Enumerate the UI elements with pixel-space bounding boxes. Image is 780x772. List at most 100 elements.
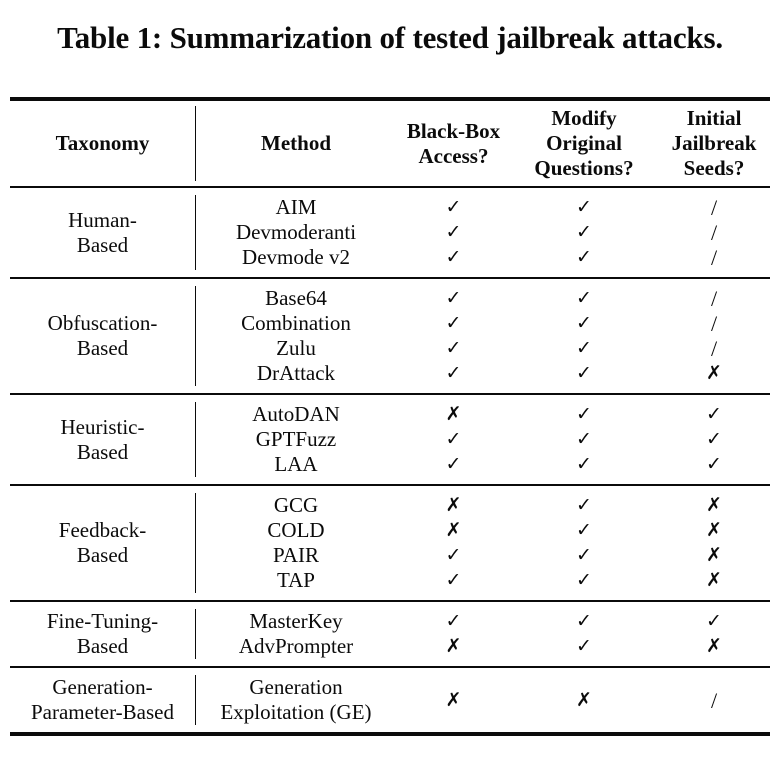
group-human-based: Human- Based AIM ✓ ✓ / Devmoderanti ✓ ✓ …	[10, 188, 770, 277]
mark-modify-questions: ✓	[576, 312, 592, 334]
taxonomy-cell: Feedback- Based	[10, 493, 196, 593]
mark-modify-questions: ✓	[576, 569, 592, 591]
method-cell: Devmoderanti	[235, 220, 357, 244]
mark-jailbreak-seeds: ✗	[706, 544, 722, 566]
method-cell: AIM	[275, 195, 317, 219]
group-fine-tuning-based: Fine-Tuning- Based MasterKey ✓ ✓ ✓ AdvPr…	[10, 602, 770, 666]
table-row: TAP ✓ ✓ ✗	[196, 568, 771, 593]
table-bottom-rule	[10, 732, 770, 736]
mark-black-box: ✓	[445, 610, 462, 632]
mark-black-box: ✓	[445, 453, 462, 475]
table-row: LAA ✓ ✓ ✓	[196, 452, 771, 477]
method-cell: Generation Exploitation (GE)	[220, 675, 372, 724]
mark-modify-questions: ✓	[576, 362, 592, 384]
mark-jailbreak-seeds: /	[710, 245, 718, 270]
header-taxonomy: Taxonomy	[10, 106, 196, 181]
mark-modify-questions: ✓	[576, 221, 592, 243]
taxonomy-cell: Generation- Parameter-Based	[10, 675, 196, 725]
method-cell: DrAttack	[256, 361, 336, 385]
table-row: DrAttack ✓ ✓ ✗	[196, 361, 771, 386]
mark-modify-questions: ✓	[576, 403, 592, 425]
method-cell: TAP	[277, 568, 315, 592]
mark-black-box: ✓	[445, 544, 462, 566]
mark-black-box: ✗	[445, 494, 462, 516]
mark-black-box: ✓	[445, 362, 462, 384]
table-row: Zulu ✓ ✓ /	[196, 336, 771, 361]
mark-black-box: ✓	[445, 196, 462, 218]
table-row: AdvPrompter ✗ ✓ ✗	[196, 634, 771, 659]
header-modify-original-questions: Modify Original Questions?	[534, 106, 634, 180]
mark-modify-questions: ✓	[576, 428, 592, 450]
mark-modify-questions: ✓	[576, 635, 592, 657]
mark-jailbreak-seeds: /	[710, 286, 718, 311]
jailbreak-summary-table: Taxonomy Method Black-Box Access? Modify…	[10, 97, 770, 736]
mark-modify-questions: ✓	[576, 337, 592, 359]
header-black-box-access: Black-Box Access?	[406, 118, 501, 168]
mark-black-box: ✓	[445, 569, 462, 591]
taxonomy-cell: Fine-Tuning- Based	[10, 609, 196, 659]
mark-black-box: ✓	[445, 312, 462, 334]
table-row: Devmoderanti ✓ ✓ /	[196, 220, 771, 245]
mark-black-box: ✗	[445, 688, 462, 711]
table-row: COLD ✗ ✓ ✗	[196, 518, 771, 543]
taxonomy-cell: Obfuscation- Based	[10, 286, 196, 386]
table-row: GCG ✗ ✓ ✗	[196, 493, 771, 518]
table-row: MasterKey ✓ ✓ ✓	[196, 609, 771, 634]
method-cell: Devmode v2	[242, 245, 350, 269]
group-generation-parameter-based: Generation- Parameter-Based Generation E…	[10, 668, 770, 732]
table-row: GPTFuzz ✓ ✓ ✓	[196, 427, 771, 452]
mark-modify-questions: ✓	[576, 196, 592, 218]
mark-jailbreak-seeds: /	[710, 220, 718, 245]
table-row: Devmode v2 ✓ ✓ /	[196, 245, 771, 270]
mark-modify-questions: ✗	[576, 688, 592, 711]
header-initial-jailbreak-seeds: Initial Jailbreak Seeds?	[671, 106, 757, 180]
mark-jailbreak-seeds: /	[710, 311, 718, 336]
header-taxonomy-label: Taxonomy	[55, 131, 150, 155]
table-caption: Table 1: Summarization of tested jailbre…	[57, 20, 723, 55]
table-header-row: Taxonomy Method Black-Box Access? Modify…	[10, 101, 770, 186]
mark-black-box: ✓	[445, 337, 462, 359]
mark-black-box: ✗	[445, 519, 462, 541]
mark-jailbreak-seeds: ✓	[706, 403, 722, 425]
mark-jailbreak-seeds: ✗	[706, 635, 722, 657]
mark-jailbreak-seeds: /	[710, 687, 718, 713]
mark-jailbreak-seeds: ✗	[706, 494, 722, 516]
mark-jailbreak-seeds: ✓	[706, 453, 722, 475]
group-separator-rule	[10, 600, 770, 602]
mark-modify-questions: ✓	[576, 453, 592, 475]
group-separator-rule	[10, 484, 770, 486]
header-separator-rule	[10, 186, 770, 188]
table-row: Base64 ✓ ✓ /	[196, 286, 771, 311]
mark-jailbreak-seeds: ✓	[706, 428, 722, 450]
mark-jailbreak-seeds: ✗	[706, 569, 722, 591]
header-method: Method	[261, 131, 331, 155]
mark-black-box: ✓	[445, 428, 462, 450]
mark-black-box: ✗	[445, 403, 462, 425]
mark-black-box: ✓	[445, 221, 462, 243]
method-cell: PAIR	[273, 543, 319, 567]
group-separator-rule	[10, 393, 770, 395]
method-cell: GPTFuzz	[255, 427, 337, 451]
group-heuristic-based: Heuristic- Based AutoDAN ✗ ✓ ✓ GPTFuzz ✓…	[10, 395, 770, 484]
mark-jailbreak-seeds: ✗	[706, 362, 722, 384]
method-cell: Zulu	[276, 336, 316, 360]
mark-modify-questions: ✓	[576, 287, 592, 309]
method-cell: COLD	[267, 518, 325, 542]
taxonomy-cell: Heuristic- Based	[10, 402, 196, 477]
mark-black-box: ✓	[445, 287, 462, 309]
taxonomy-cell: Human- Based	[10, 195, 196, 270]
method-cell: MasterKey	[249, 609, 343, 633]
method-cell: LAA	[274, 452, 318, 476]
mark-jailbreak-seeds: /	[710, 336, 718, 361]
method-cell: AutoDAN	[252, 402, 340, 426]
mark-jailbreak-seeds: ✗	[706, 519, 722, 541]
mark-modify-questions: ✓	[576, 610, 592, 632]
group-obfuscation-based: Obfuscation- Based Base64 ✓ ✓ / Combinat…	[10, 279, 770, 393]
group-feedback-based: Feedback- Based GCG ✗ ✓ ✗ COLD ✗ ✓ ✗ PAI…	[10, 486, 770, 600]
group-separator-rule	[10, 666, 770, 668]
mark-black-box: ✗	[445, 635, 462, 657]
table-top-rule	[10, 97, 770, 101]
group-separator-rule	[10, 277, 770, 279]
table-row: PAIR ✓ ✓ ✗	[196, 543, 771, 568]
method-cell: Base64	[265, 286, 327, 310]
